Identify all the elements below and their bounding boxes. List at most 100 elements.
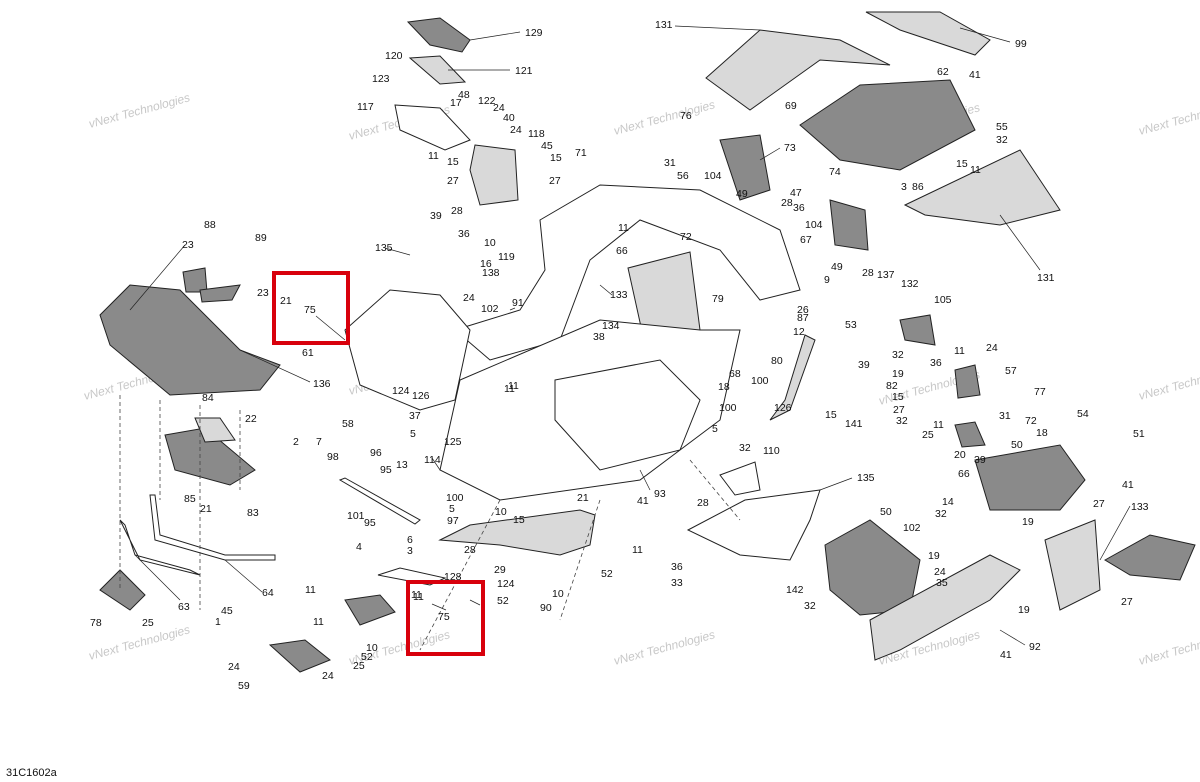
callout-97: 97 bbox=[447, 515, 459, 527]
callout-10b: 10 bbox=[495, 506, 507, 518]
callout-18b: 18 bbox=[1036, 427, 1048, 439]
callout-12: 12 bbox=[793, 326, 805, 338]
callout-96: 96 bbox=[370, 447, 382, 459]
callout-78: 78 bbox=[90, 617, 102, 629]
callout-79: 79 bbox=[712, 293, 724, 305]
callout-26: 26 bbox=[797, 304, 809, 316]
callout-72: 72 bbox=[680, 231, 692, 243]
callout-19d: 19 bbox=[1018, 604, 1030, 616]
callout-38: 38 bbox=[593, 331, 605, 343]
callout-73: 73 bbox=[784, 142, 796, 154]
callout-100c: 100 bbox=[446, 492, 464, 504]
callout-21b: 21 bbox=[577, 492, 589, 504]
part-89-shape bbox=[199, 284, 241, 303]
callout-66: 66 bbox=[616, 245, 628, 257]
callout-102b: 102 bbox=[903, 522, 921, 534]
callout-24: 24 bbox=[493, 102, 505, 114]
part-131-side-shape bbox=[903, 149, 1061, 226]
callout-33: 33 bbox=[671, 577, 683, 589]
watermark: vNext Technologies bbox=[87, 90, 191, 131]
callout-133: 133 bbox=[610, 289, 628, 301]
part-78-shape bbox=[99, 569, 146, 611]
part-135-right-shape bbox=[686, 489, 821, 561]
callout-41: 41 bbox=[969, 69, 981, 81]
callout-27c: 27 bbox=[893, 404, 905, 416]
callout-100: 100 bbox=[751, 375, 769, 387]
callout-10d: 10 bbox=[366, 642, 378, 654]
callout-14: 14 bbox=[942, 496, 954, 508]
callout-32: 32 bbox=[996, 134, 1008, 146]
callout-19: 19 bbox=[892, 368, 904, 380]
part-135-fender-shape bbox=[344, 289, 471, 411]
part-64-bar-shape bbox=[149, 494, 276, 561]
callout-41c: 41 bbox=[637, 495, 649, 507]
callout-114: 114 bbox=[424, 454, 441, 466]
callout-126: 126 bbox=[412, 390, 430, 402]
callout-27b: 27 bbox=[549, 175, 561, 187]
callout-2: 2 bbox=[293, 436, 299, 448]
callout-51: 51 bbox=[1133, 428, 1145, 440]
callout-84: 84 bbox=[202, 392, 214, 404]
callout-53: 53 bbox=[845, 319, 857, 331]
callout-56: 56 bbox=[677, 170, 689, 182]
callout-24e: 24 bbox=[934, 566, 946, 578]
callout-52c: 52 bbox=[361, 651, 373, 663]
watermark: vNext Technologies bbox=[1137, 97, 1200, 138]
callout-62: 62 bbox=[937, 66, 949, 78]
callout-132: 132 bbox=[901, 278, 919, 290]
part-66-right-shape bbox=[974, 444, 1086, 511]
callout-66b: 66 bbox=[958, 468, 970, 480]
callout-27: 27 bbox=[447, 175, 459, 187]
callout-134: 134 bbox=[602, 320, 620, 332]
callout-29: 29 bbox=[494, 564, 506, 576]
callout-11g: 11 bbox=[933, 419, 944, 431]
assembly-dashline bbox=[419, 499, 501, 651]
callout-11h: 11 bbox=[632, 544, 643, 556]
part-main-frame-shape bbox=[453, 184, 801, 361]
callout-131-top: 131 bbox=[655, 19, 673, 31]
callout-24d: 24 bbox=[986, 342, 998, 354]
callout-77: 77 bbox=[1034, 386, 1046, 398]
callout-5b: 5 bbox=[712, 423, 718, 435]
callout-39c: 39 bbox=[974, 454, 986, 466]
assembly-dashline bbox=[559, 499, 601, 621]
callout-15b: 15 bbox=[447, 156, 459, 168]
watermark: vNext Technologies bbox=[1137, 362, 1200, 403]
callout-35: 35 bbox=[936, 577, 948, 589]
highlight-label-21: 21 bbox=[280, 295, 292, 307]
highlight-box-2[interactable]: 11 75 bbox=[406, 580, 485, 656]
part-105-shape bbox=[899, 314, 936, 346]
callout-11j: 11 bbox=[313, 616, 324, 628]
callout-63: 63 bbox=[178, 601, 190, 613]
callout-3: 3 bbox=[901, 181, 907, 193]
callout-118: 118 bbox=[528, 128, 545, 140]
part-110-shape bbox=[719, 461, 761, 496]
callout-25: 25 bbox=[922, 429, 934, 441]
callout-129: 129 bbox=[525, 27, 543, 39]
part-69-shape bbox=[799, 79, 976, 171]
callout-13: 13 bbox=[396, 459, 408, 471]
callout-133b: 133 bbox=[1131, 501, 1149, 513]
callout-11i: 11 bbox=[305, 584, 316, 596]
part-83-shape bbox=[164, 427, 256, 486]
callout-31b: 31 bbox=[999, 410, 1011, 422]
callout-1: 1 bbox=[215, 616, 221, 628]
leader-lines bbox=[129, 25, 1131, 646]
callout-28: 28 bbox=[781, 197, 793, 209]
watermark: vNext Technologies bbox=[612, 627, 716, 668]
callout-36: 36 bbox=[793, 202, 805, 214]
part-101-rod-shape bbox=[338, 477, 421, 525]
callout-47: 47 bbox=[790, 187, 802, 199]
callout-5: 5 bbox=[410, 428, 416, 440]
callout-99: 99 bbox=[1015, 38, 1027, 50]
callout-39: 39 bbox=[430, 210, 442, 222]
callout-72b: 72 bbox=[1025, 415, 1037, 427]
callout-52b: 52 bbox=[497, 595, 509, 607]
callout-105: 105 bbox=[934, 294, 952, 306]
callout-98: 98 bbox=[327, 451, 339, 463]
highlight-box-1[interactable]: 21 75 bbox=[272, 271, 350, 345]
part-133-wing-shape bbox=[1104, 534, 1196, 581]
callout-15e: 15 bbox=[892, 391, 904, 403]
callout-11c: 11 bbox=[970, 164, 981, 176]
